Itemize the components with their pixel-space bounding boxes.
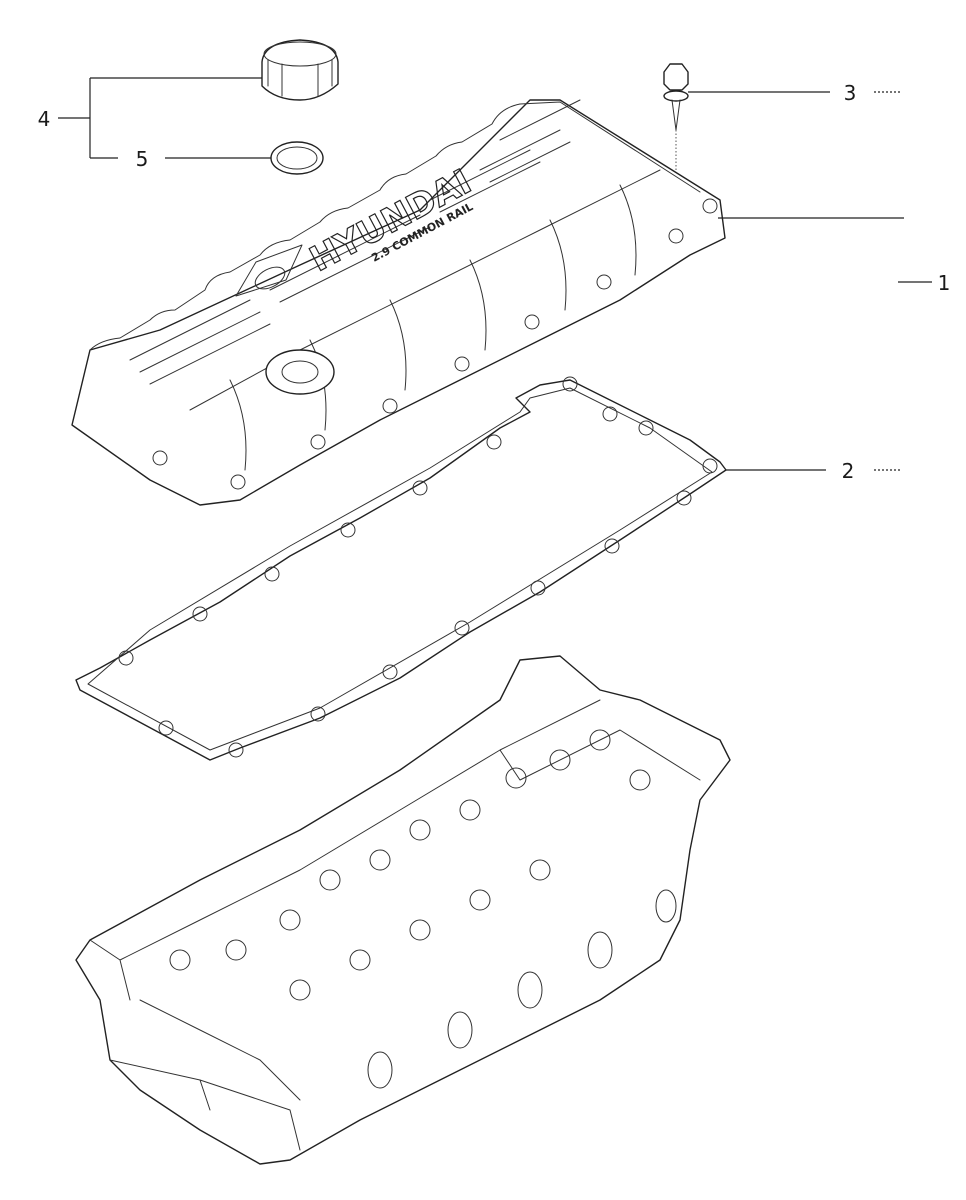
o-ring-seal[interactable] <box>270 141 324 175</box>
gasket-bolt-hole <box>118 376 718 758</box>
callout-4: 4 <box>38 107 51 131</box>
valve-seat <box>169 729 651 1001</box>
callout-2: 2 <box>842 459 855 483</box>
cylinder-head[interactable] <box>75 655 731 1165</box>
oil-filler-cap[interactable] <box>261 39 339 101</box>
callout-3: 3 <box>844 81 857 105</box>
cover-bolt-boss <box>152 198 718 490</box>
callout-5: 5 <box>136 147 149 171</box>
valve-cover-gasket[interactable] <box>75 376 727 761</box>
callout-1: 1 <box>938 271 951 295</box>
leader-lines <box>58 77 932 471</box>
